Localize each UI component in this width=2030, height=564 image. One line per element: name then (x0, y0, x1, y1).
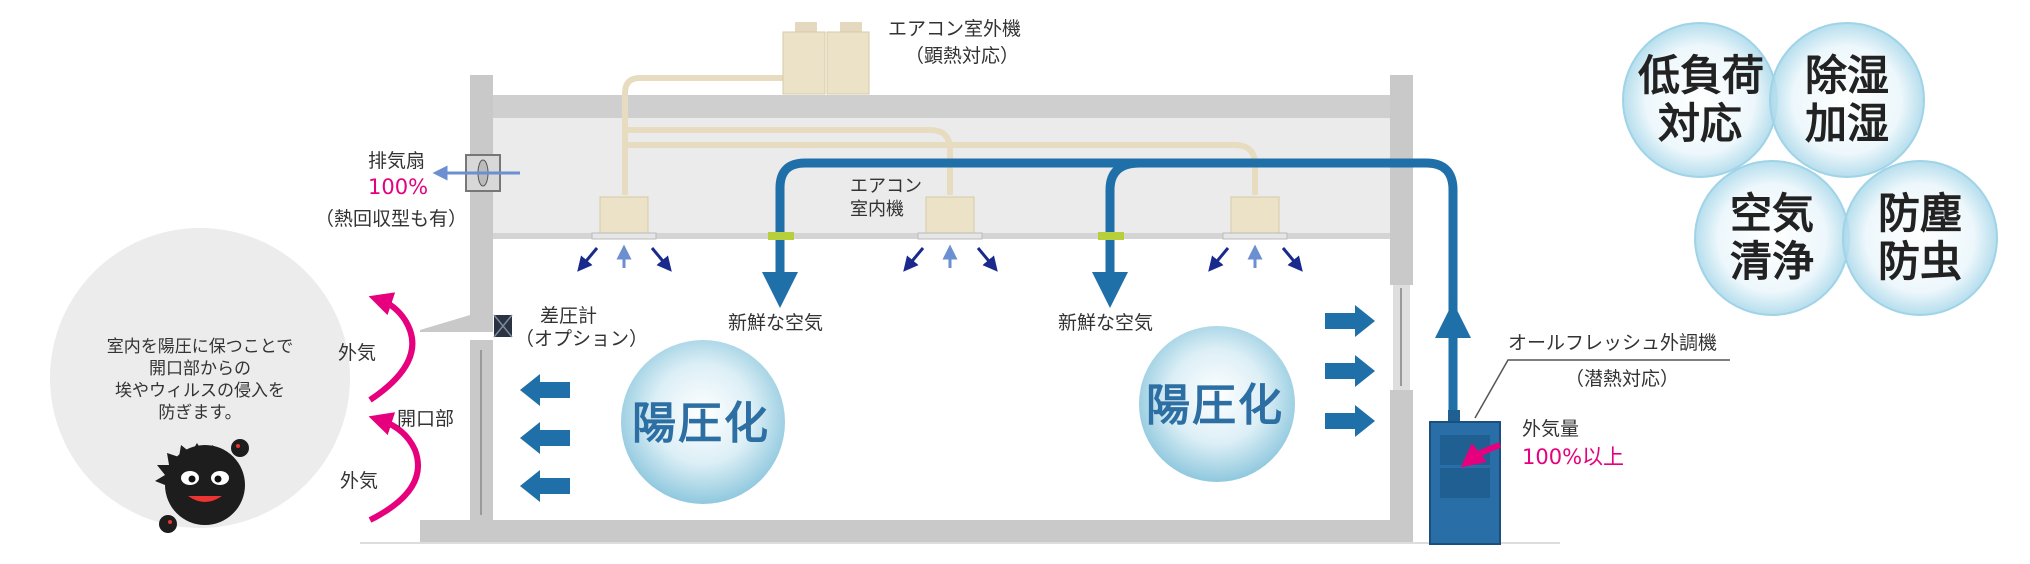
venn-label-air-purify: 空気清浄 (1729, 189, 1814, 287)
exhaust-fan-percent: 100% (368, 175, 429, 199)
supply-airflow-arrows (577, 244, 1303, 272)
benefits-venn (1622, 22, 1998, 316)
outside-air-arrows (368, 292, 421, 523)
fresh-air-label: 新鮮な空気 (728, 312, 824, 334)
roof-slab (470, 95, 1410, 118)
venn-label-dust-insect: 防塵防虫 (1877, 189, 1962, 287)
info-note: 室内を陽圧に保つことで 開口部からの 埃やウィルスの侵入を 防ぎます。 (106, 337, 294, 424)
outflow-arrows-right (1325, 305, 1375, 437)
venn-label-low-load: 低負荷対応 (1638, 51, 1765, 149)
indoor-unit (917, 196, 983, 240)
virus-mascot-icon (155, 439, 249, 533)
fresh-air-handling-unit (1429, 410, 1501, 545)
outflow-arrows-left (520, 374, 570, 502)
pressure-gauge-sublabel: （オプション） (515, 328, 649, 350)
canopy (420, 315, 493, 332)
outdoor-unit (782, 22, 870, 95)
left-wall (470, 75, 493, 315)
indoor-unit (1222, 196, 1288, 240)
pressure-gauge-label: 差圧計 (540, 305, 598, 327)
fresh-unit-sublabel: （潜熱対応） (1565, 368, 1680, 390)
leader-line (1474, 359, 1730, 419)
exhaust-fan (432, 154, 520, 192)
diffuser (1098, 232, 1124, 240)
outside-air-label: 外気 (340, 470, 379, 492)
positive-pressure-sphere (1139, 326, 1295, 482)
indoor-unit-label: エアコン室内機 (850, 176, 922, 220)
fresh-unit-label: オールフレッシュ外調機 (1508, 332, 1718, 354)
outdoor-unit-sublabel: （顕熱対応） (905, 45, 1020, 67)
opening-label: 開口部 (397, 408, 455, 430)
fresh-air-duct (762, 158, 1458, 418)
fresh-air-label: 新鮮な空気 (1058, 312, 1154, 334)
pressure-gauge (493, 314, 513, 338)
diffuser (768, 232, 794, 240)
positive-pressure-label: 陽圧化 (1146, 380, 1284, 431)
outdoor-unit-label: エアコン室外機 (888, 18, 1022, 40)
exhaust-fan-label: 排気扇 (368, 150, 426, 172)
intake-volume-label: 外気量 (1522, 418, 1580, 440)
intake-volume-percent: 100%以上 (1522, 445, 1625, 469)
floor (420, 520, 1413, 542)
info-circle (50, 228, 350, 528)
venn-label-humidity: 除湿加湿 (1804, 51, 1889, 149)
positive-pressure-label: 陽圧化 (632, 398, 770, 449)
positive-pressure-sphere (621, 340, 785, 504)
outside-air-label: 外気 (338, 342, 377, 364)
exhaust-fan-sublabel: （熱回収型も有） (315, 208, 468, 230)
indoor-unit (591, 196, 657, 240)
right-wall (1390, 75, 1413, 285)
